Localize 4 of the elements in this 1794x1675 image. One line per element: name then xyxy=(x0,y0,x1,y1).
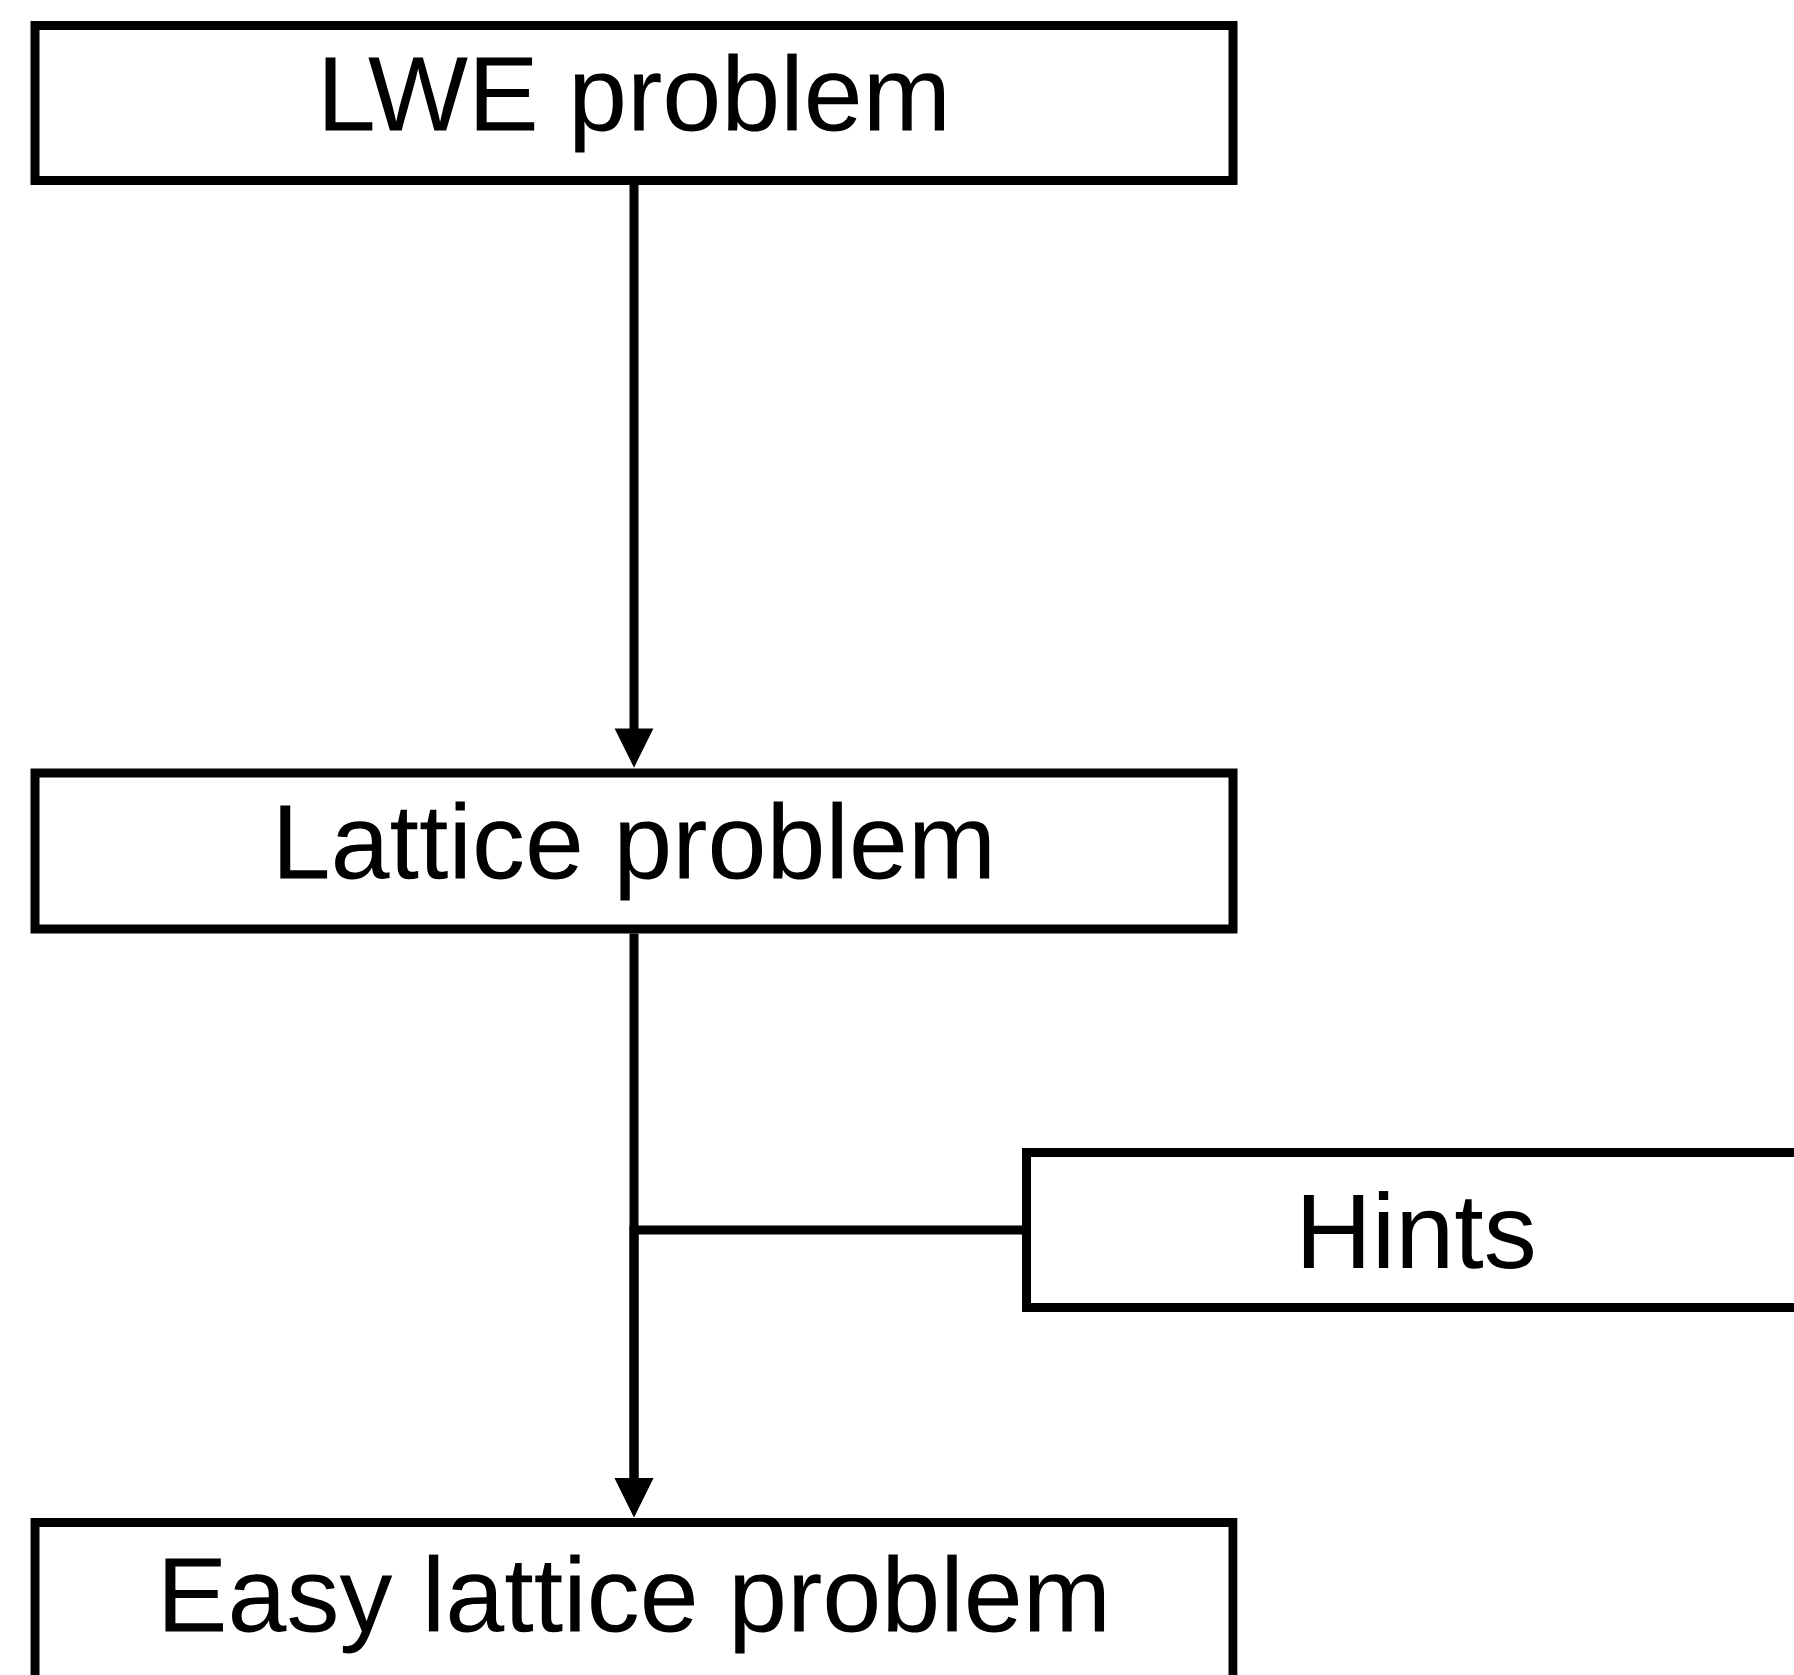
process-box: Easy lattice problem xyxy=(30,1518,1238,1675)
process-box: LWE problem xyxy=(30,21,1238,185)
process-box: Lattice problem xyxy=(30,768,1238,934)
process-box: Hints xyxy=(1022,1148,1794,1312)
